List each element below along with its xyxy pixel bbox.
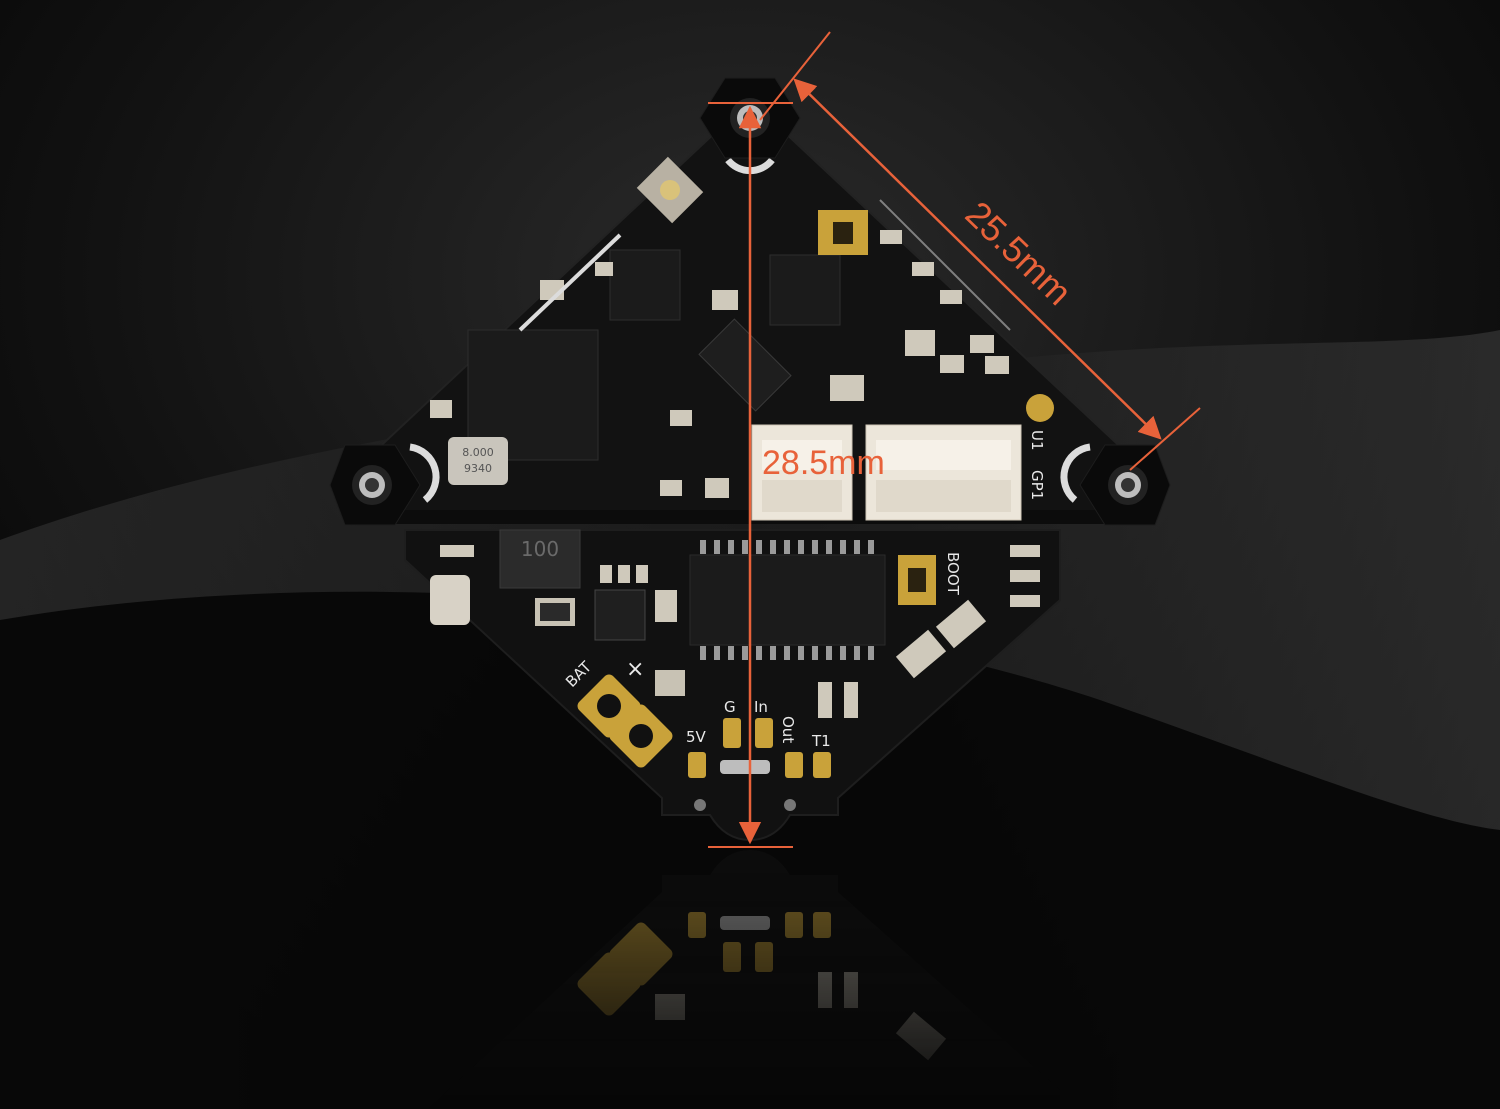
height-dimension-label: 28.5mm — [762, 444, 885, 482]
in-label: In — [754, 698, 768, 716]
reflection — [427, 850, 1060, 1109]
svg-text:8.000: 8.000 — [462, 446, 494, 459]
svg-text:×: × — [626, 657, 644, 682]
dimension-height: 28.5mm — [708, 102, 885, 848]
jst-connector-right — [865, 424, 1022, 521]
boot-label: BOOT — [944, 552, 962, 596]
svg-text:9340: 9340 — [464, 462, 492, 475]
five-v-label: 5V — [686, 728, 707, 746]
out-label: Out — [779, 716, 797, 743]
battery-pads — [577, 674, 673, 768]
t1-label: T1 — [811, 732, 831, 750]
rx-chip — [769, 254, 841, 326]
u1-label: U1 — [1028, 430, 1046, 451]
inductor — [499, 529, 581, 589]
mounting-hole-left — [329, 444, 421, 526]
esc-board: 100 BOOT BAT × — [404, 529, 1061, 842]
gp1-label: GP1 — [1028, 470, 1046, 500]
test-pad — [1026, 394, 1054, 422]
g-label: G — [724, 698, 736, 716]
gyro-chip — [609, 249, 681, 321]
crystal — [448, 437, 508, 485]
driver-chip — [689, 554, 886, 646]
inductor-label: 100 — [521, 537, 559, 561]
side-connector — [430, 575, 470, 625]
jst-connector-left — [751, 424, 853, 521]
mounting-hole-right — [1079, 444, 1171, 526]
